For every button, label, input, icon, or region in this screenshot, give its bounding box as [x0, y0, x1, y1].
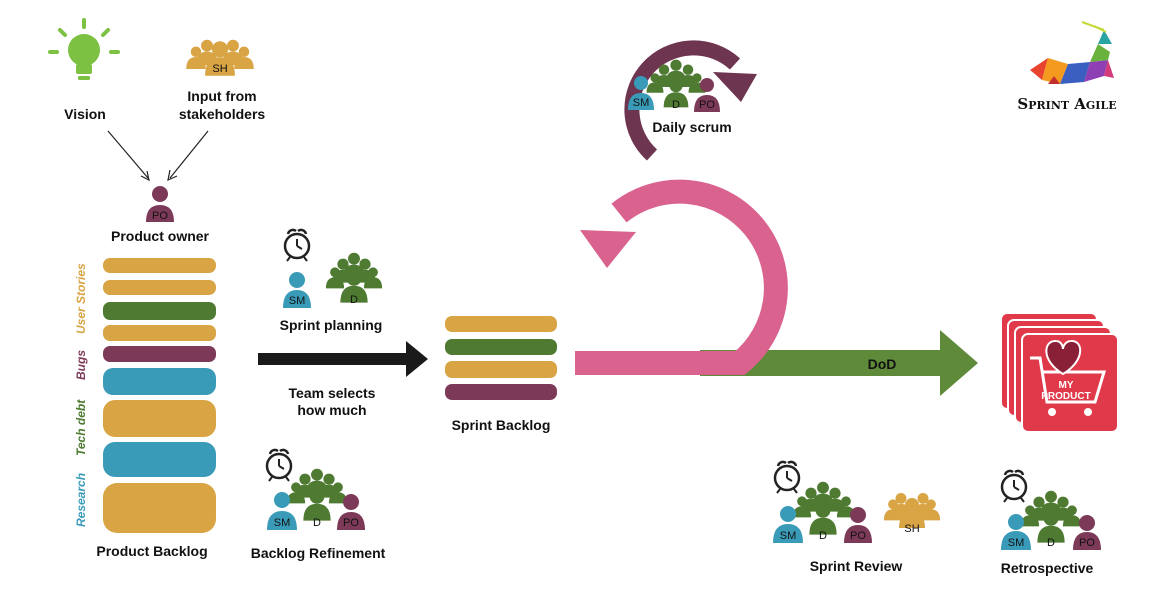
- svg-text:SM: SM: [633, 97, 650, 109]
- retrospective-label: Retrospective: [1001, 560, 1094, 576]
- svg-text:PO: PO: [1079, 537, 1095, 549]
- backlog-refinement-label: Backlog Refinement: [251, 545, 386, 561]
- dod-label: DoD: [868, 356, 897, 372]
- heart-icon: [1045, 340, 1082, 376]
- svg-text:D: D: [350, 294, 358, 306]
- clock-icon: [773, 460, 801, 495]
- sprint-cycle-arrow: [575, 179, 788, 375]
- daily-scrum-label: Daily scrum: [652, 119, 731, 135]
- stakeholders-label-line2: stakeholders: [179, 106, 266, 122]
- product-increment-stack: MY PRODUCT: [1000, 312, 1119, 433]
- category-research: Research: [74, 473, 88, 527]
- daily-scrum-cycle-arrow: [624, 40, 757, 161]
- svg-text:SH: SH: [212, 63, 227, 75]
- backlog-item: [103, 258, 216, 273]
- svg-text:PO: PO: [152, 210, 168, 222]
- category-bugs: Bugs: [74, 350, 88, 380]
- backlog-item: [103, 368, 216, 395]
- backlog-item: [103, 400, 216, 437]
- category-user-stories: User Stories: [74, 263, 88, 334]
- backlog-refinement-team-icon: SM D PO: [267, 468, 365, 530]
- sprint-review-label: Sprint Review: [810, 558, 903, 574]
- product-owner-label: Product owner: [111, 228, 210, 244]
- stakeholders-label-line1: Input from: [187, 88, 256, 104]
- product-card-line1: MY: [1059, 380, 1074, 391]
- backlog-item: [103, 302, 216, 320]
- svg-text:D: D: [313, 517, 321, 529]
- sprint-backlog-stack: [445, 316, 557, 400]
- product-card-line2: PRODUCT: [1041, 391, 1090, 402]
- clock-icon: [265, 448, 293, 483]
- selection-arrow: [258, 341, 428, 377]
- svg-text:SM: SM: [289, 295, 306, 307]
- svg-text:SH: SH: [904, 523, 919, 535]
- svg-text:PO: PO: [699, 99, 715, 111]
- daily-scrum-team-icon: SM D PO: [628, 59, 720, 112]
- svg-text:PO: PO: [850, 530, 866, 542]
- sprint-backlog-label: Sprint Backlog: [452, 417, 551, 433]
- backlog-item: [103, 483, 216, 533]
- svg-text:SM: SM: [274, 517, 291, 529]
- sprint-backlog-item: [445, 361, 557, 378]
- team-selects-line1: Team selects: [289, 385, 376, 401]
- product-backlog-stack: [103, 258, 216, 533]
- svg-text:SM: SM: [1008, 537, 1025, 549]
- svg-text:D: D: [672, 99, 680, 111]
- gazelle-logo-icon: [1030, 21, 1114, 84]
- svg-text:D: D: [1047, 537, 1055, 549]
- category-tech-debt: Tech debt: [74, 399, 88, 456]
- backlog-item: [103, 442, 216, 477]
- svg-text:PO: PO: [343, 517, 359, 529]
- sprint-review-team-icon: SM D PO SH: [773, 481, 941, 543]
- logo-text: Sprint Agile: [1017, 95, 1116, 113]
- stakeholder-group-icon: SH: [186, 39, 254, 76]
- backlog-item: [103, 346, 216, 362]
- sprint-planning-label: Sprint planning: [280, 317, 383, 333]
- svg-text:D: D: [819, 530, 827, 542]
- clock-icon: [283, 228, 311, 263]
- team-selects-line2: how much: [297, 402, 366, 418]
- backlog-item: [103, 280, 216, 295]
- backlog-item: [103, 325, 216, 341]
- svg-text:SM: SM: [780, 530, 797, 542]
- sprint-backlog-item: [445, 339, 557, 355]
- product-backlog-label: Product Backlog: [96, 543, 207, 559]
- clock-icon: [1000, 469, 1028, 504]
- cart-icon: [1030, 356, 1107, 416]
- lightbulb-icon: [48, 18, 120, 80]
- product-owner-icon: PO: [146, 186, 174, 222]
- retrospective-team-icon: SM D PO: [1001, 490, 1101, 550]
- sprint-backlog-item: [445, 316, 557, 332]
- vision-label: Vision: [64, 106, 106, 122]
- sprint-planning-team-icon: SM D: [283, 252, 383, 308]
- input-arrows: [107, 130, 209, 182]
- sprint-backlog-item: [445, 384, 557, 400]
